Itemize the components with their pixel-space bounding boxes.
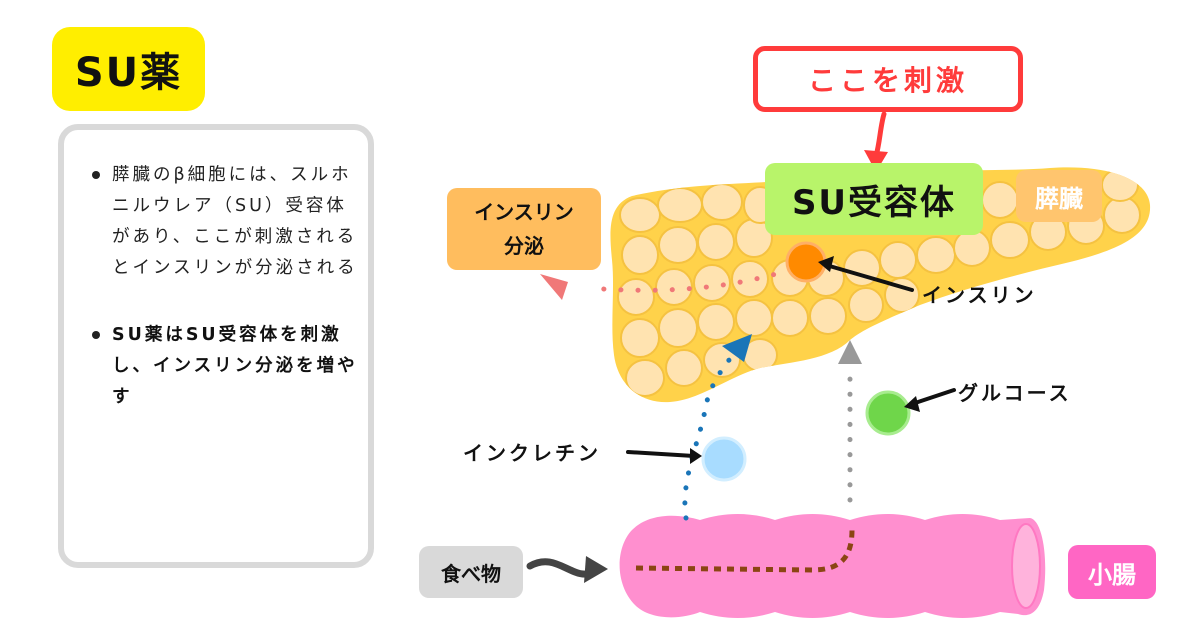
small-intestine-label: 小腸 (1068, 545, 1156, 599)
pointer-arrows (626, 263, 956, 458)
incretin-label: インクレチン (463, 440, 601, 465)
stimulus-callout: ここを刺激 (753, 46, 1023, 112)
insulin-secretion-path (585, 267, 793, 293)
insulin-secretion-label-line1: インスリン (474, 200, 574, 224)
info-point-su-drug: SU薬はSU受容体を刺激し、インスリン分泌を増やす (92, 320, 362, 413)
pancreas-label: 膵臓 (1016, 170, 1102, 222)
triangle-arrow-icon (584, 556, 608, 583)
pointer-heads (690, 256, 920, 464)
triangle-arrow-icon (864, 150, 888, 172)
incretin-molecule (701, 436, 747, 482)
insulin-secretion-label-line2: 分泌 (504, 234, 544, 258)
food-label: 食べ物 (419, 546, 523, 598)
insulin-secretion-label: インスリン 分泌 (447, 188, 601, 270)
info-list: 膵臓のβ細胞には、スルホニルウレア（SU）受容体があり、ここが刺激されるとインス… (92, 160, 362, 413)
triangle-arrow-icon (838, 340, 862, 364)
info-panel: 膵臓のβ細胞には、スルホニルウレア（SU）受容体があり、ここが刺激されるとインス… (58, 124, 374, 568)
triangle-arrow-icon (540, 274, 568, 300)
callout-arrow (873, 111, 887, 159)
su-receptor-label: SU受容体 (765, 163, 983, 235)
incretin-path (682, 345, 741, 521)
info-point-su-receptor: 膵臓のβ細胞には、スルホニルウレア（SU）受容体があり、ここが刺激されるとインス… (92, 160, 362, 284)
page-title: SU薬 (52, 27, 205, 111)
glucose-label: グルコース (958, 380, 1072, 405)
insulin-label: インスリン (922, 282, 1037, 307)
triangle-arrow-icon (722, 334, 752, 362)
glucose-molecule (865, 390, 911, 436)
